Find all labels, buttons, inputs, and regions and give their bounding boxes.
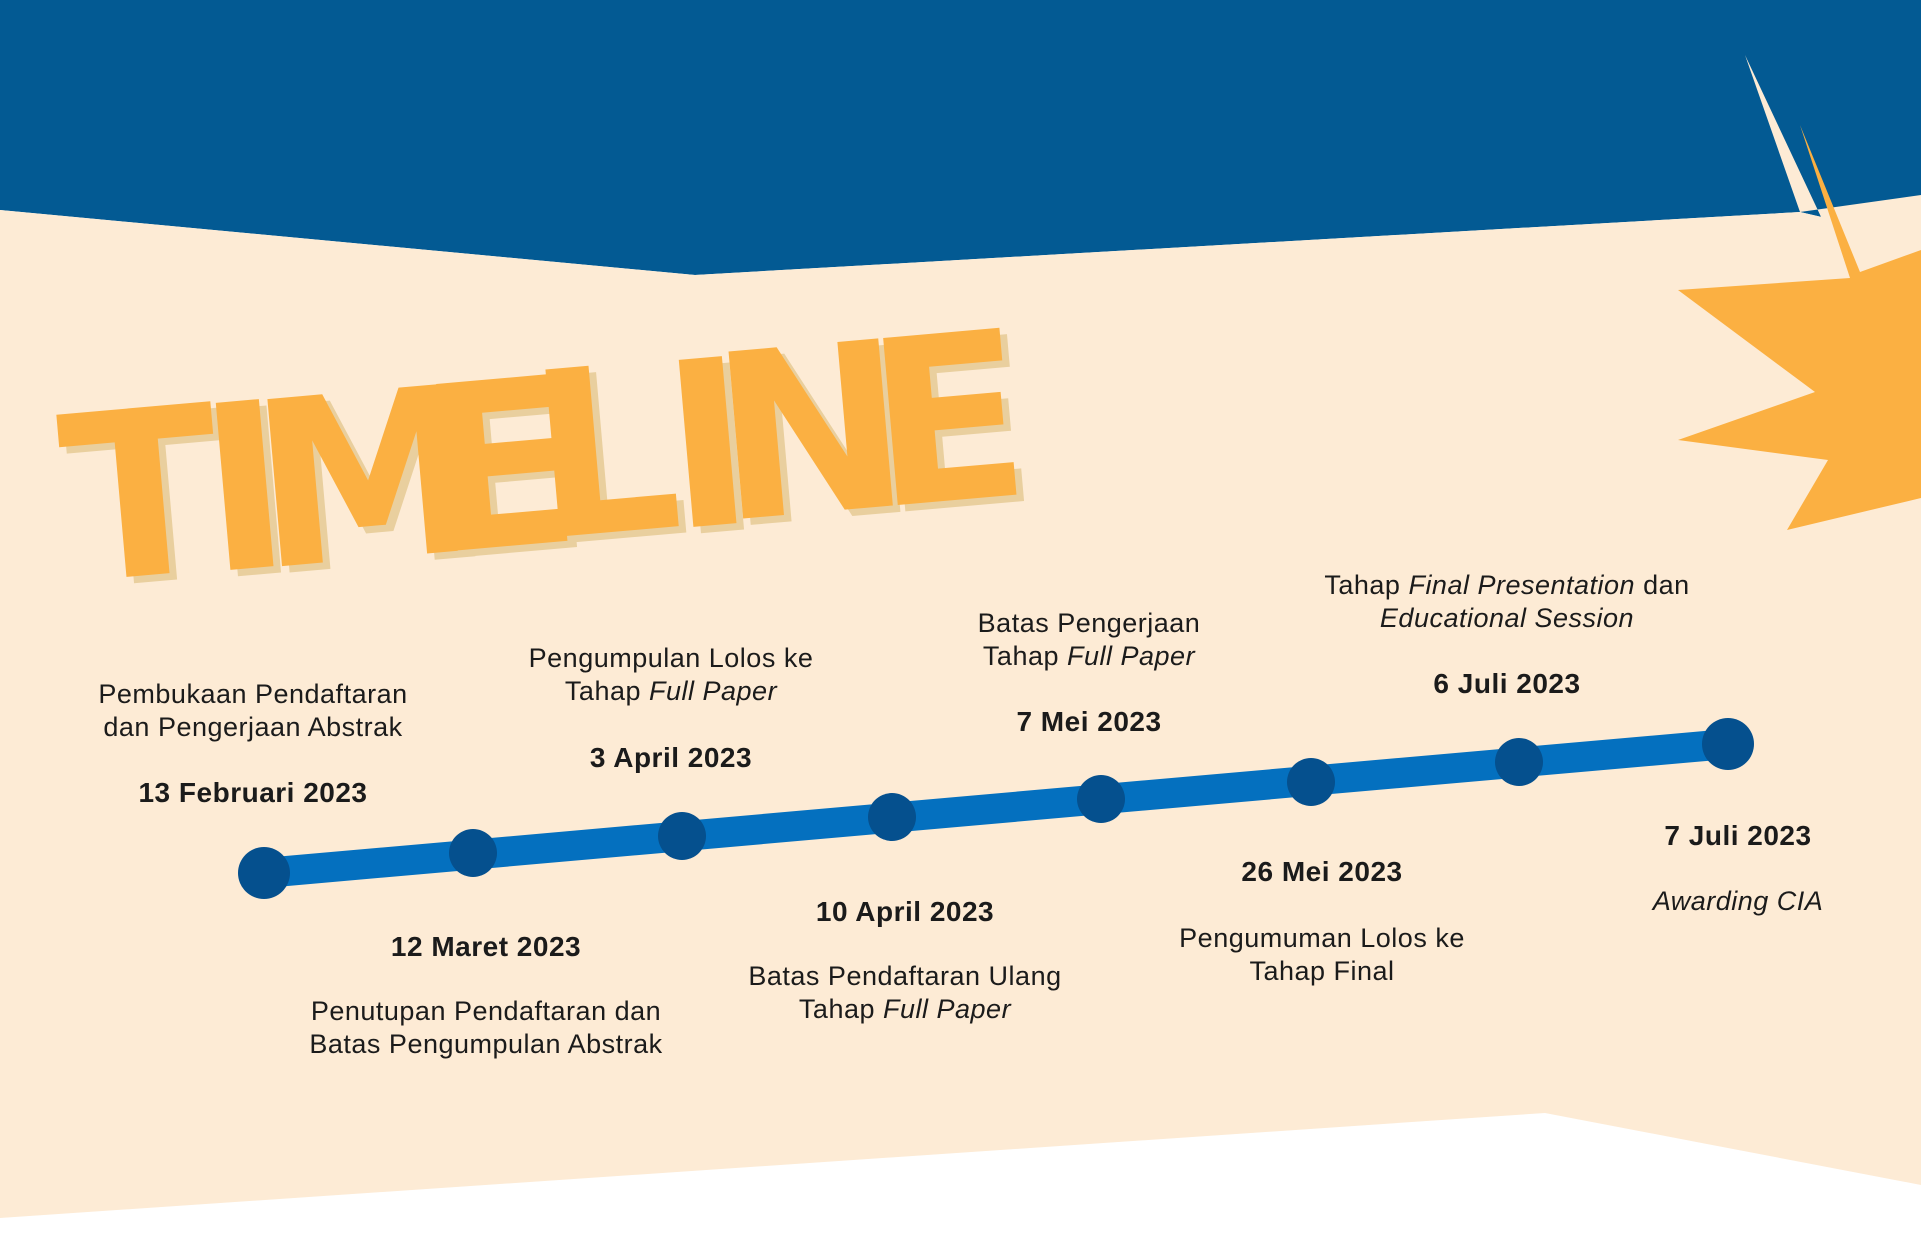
title-letter: E xyxy=(411,328,591,608)
event-date: 12 Maret 2023 xyxy=(390,931,582,962)
event-date: 26 Mei 2023 xyxy=(1241,856,1403,887)
italic-text: Full Paper xyxy=(649,676,778,706)
italic-text: Final Presentation xyxy=(1408,570,1636,600)
event-date: 10 April 2023 xyxy=(815,896,995,927)
italic-text: Full Paper xyxy=(1067,641,1196,671)
title-letter: E xyxy=(858,282,1038,562)
event-description-line: Tahap Final xyxy=(1179,955,1465,988)
italic-text: Educational Session xyxy=(1379,603,1635,633)
title-letter: T xyxy=(51,357,231,637)
event-description-line: Pembukaan Pendaftaran xyxy=(98,678,407,711)
event-description-line: Pengumuman Lolos ke xyxy=(1179,922,1465,955)
title-letter-shadow: E xyxy=(866,288,1046,568)
event-description-line: Penutupan Pendaftaran dan xyxy=(309,995,662,1028)
timeline-dots xyxy=(238,718,1754,899)
event-date: 7 Juli 2023 xyxy=(1664,820,1812,851)
event-date: 3 April 2023 xyxy=(589,742,753,773)
text: Tahap Final xyxy=(1249,956,1395,986)
event-description-line: Awarding CIA xyxy=(1653,885,1824,918)
text: Batas Pengumpulan Abstrak xyxy=(309,1029,663,1059)
title-letter-shadow: N xyxy=(711,299,926,582)
cream-main-band xyxy=(0,210,1921,1218)
text: Tahap xyxy=(564,676,650,706)
text: Batas Pengerjaan xyxy=(977,608,1201,638)
title-letter-shadow: L xyxy=(528,321,697,600)
text: Batas Pendaftaran Ulang xyxy=(748,961,1062,991)
italic-text: Full Paper xyxy=(883,994,1012,1024)
text: Tahap xyxy=(798,994,883,1024)
event-description-line: Educational Session xyxy=(1324,602,1689,635)
text: Tahap xyxy=(1324,570,1409,600)
timeline-bar xyxy=(249,729,1743,888)
italic-text: Awarding CIA xyxy=(1652,886,1824,916)
text: dan Pengerjaan Abstrak xyxy=(103,712,403,742)
timeline-dot xyxy=(449,829,497,877)
timeline-dot xyxy=(1495,738,1543,786)
event-date: 13 Februari 2023 xyxy=(138,777,368,808)
text: Pembukaan Pendaftaran xyxy=(98,679,408,709)
timeline-dot xyxy=(1287,758,1335,806)
text: Pengumuman Lolos ke xyxy=(1179,923,1465,953)
text: dan xyxy=(1635,570,1690,600)
event-description-line: Tahap Final Presentation dan xyxy=(1324,569,1689,602)
event-description-line: Tahap Full Paper xyxy=(748,993,1061,1026)
event-description: Awarding CIA xyxy=(1653,885,1824,918)
title-letter: N xyxy=(704,292,919,575)
timeline-dot xyxy=(1077,775,1125,823)
navy-top-band xyxy=(0,0,1921,275)
text: Pengumpulan Lolos ke xyxy=(528,643,814,673)
event-description-line: Batas Pengumpulan Abstrak xyxy=(309,1028,662,1061)
title-letter: M xyxy=(243,337,494,623)
title-letter-shadow: E xyxy=(419,334,599,614)
title-letter-shadow: T xyxy=(59,363,239,643)
text: Tahap xyxy=(982,641,1067,671)
timeline-dot xyxy=(658,812,706,860)
event-date: 7 Mei 2023 xyxy=(1016,706,1162,737)
event-description-line: dan Pengerjaan Abstrak xyxy=(98,711,407,744)
event-description-line: Batas Pendaftaran Ulang xyxy=(748,960,1061,993)
timeline-dot xyxy=(868,793,916,841)
event-date: 6 Juli 2023 xyxy=(1433,668,1581,699)
event-description-line: Pengumpulan Lolos ke xyxy=(529,642,814,675)
event-description-line: Tahap Full Paper xyxy=(529,675,814,708)
starburst-shape xyxy=(1678,125,1921,530)
event-description-line: Batas Pengerjaan xyxy=(978,607,1201,640)
timeline-dot xyxy=(238,847,290,899)
title-letter-shadow: M xyxy=(250,343,501,629)
timeline-dot xyxy=(1702,718,1754,770)
event-description-line: Tahap Full Paper xyxy=(978,640,1201,673)
title-letter: L xyxy=(521,314,690,593)
text: Penutupan Pendaftaran dan xyxy=(310,996,662,1026)
